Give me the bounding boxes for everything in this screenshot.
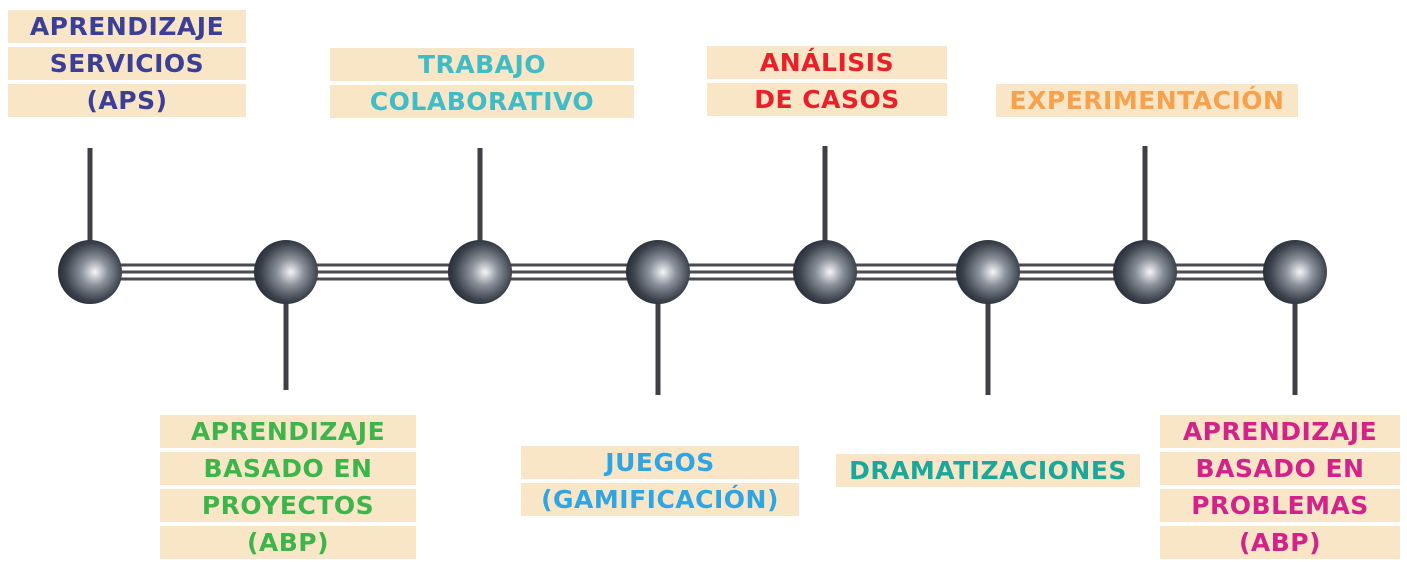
node-analisis-casos xyxy=(793,240,857,304)
node-abp-proyectos xyxy=(254,240,318,304)
label-line: DRAMATIZACIONES xyxy=(836,454,1140,487)
label-line: EXPERIMENTACIÓN xyxy=(996,84,1298,117)
label-dramatizaciones: DRAMATIZACIONES xyxy=(836,454,1140,487)
label-abp-problemas: APRENDIZAJE BASADO EN PROBLEMAS (ABP) xyxy=(1160,415,1400,559)
label-line: COLABORATIVO xyxy=(330,85,634,118)
connectors xyxy=(87,146,1298,395)
label-juegos: JUEGOS (GAMIFICACIÓN) xyxy=(521,446,799,516)
label-line: ANÁLISIS xyxy=(707,46,947,79)
node-abp-problemas xyxy=(1263,240,1327,304)
label-line: BASADO EN xyxy=(160,452,416,485)
label-line: APRENDIZAJE xyxy=(160,415,416,448)
timeline-nodes xyxy=(58,240,1327,304)
label-line: BASADO EN xyxy=(1160,452,1400,485)
label-line: (ABP) xyxy=(1160,526,1400,559)
node-dramatizaciones xyxy=(956,240,1020,304)
node-experimentacion xyxy=(1113,240,1177,304)
node-trabajo-colaborativo xyxy=(448,240,512,304)
label-line: TRABAJO xyxy=(330,48,634,81)
label-aps: APRENDIZAJE SERVICIOS (APS) xyxy=(8,10,246,117)
label-line: JUEGOS xyxy=(521,446,799,479)
node-juegos xyxy=(626,240,690,304)
label-line: PROBLEMAS xyxy=(1160,489,1400,522)
label-line: SERVICIOS xyxy=(8,47,246,80)
label-line: (GAMIFICACIÓN) xyxy=(521,483,799,516)
label-line: PROYECTOS xyxy=(160,489,416,522)
node-aps xyxy=(58,240,122,304)
label-line: APRENDIZAJE xyxy=(8,10,246,43)
label-analisis-casos: ANÁLISIS DE CASOS xyxy=(707,46,947,116)
label-line: (ABP) xyxy=(160,526,416,559)
label-experimentacion: EXPERIMENTACIÓN xyxy=(996,84,1298,117)
label-trabajo-colaborativo: TRABAJO COLABORATIVO xyxy=(330,48,634,118)
label-line: DE CASOS xyxy=(707,83,947,116)
label-abp-proyectos: APRENDIZAJE BASADO EN PROYECTOS (ABP) xyxy=(160,415,416,559)
label-line: (APS) xyxy=(8,84,246,117)
label-line: APRENDIZAJE xyxy=(1160,415,1400,448)
